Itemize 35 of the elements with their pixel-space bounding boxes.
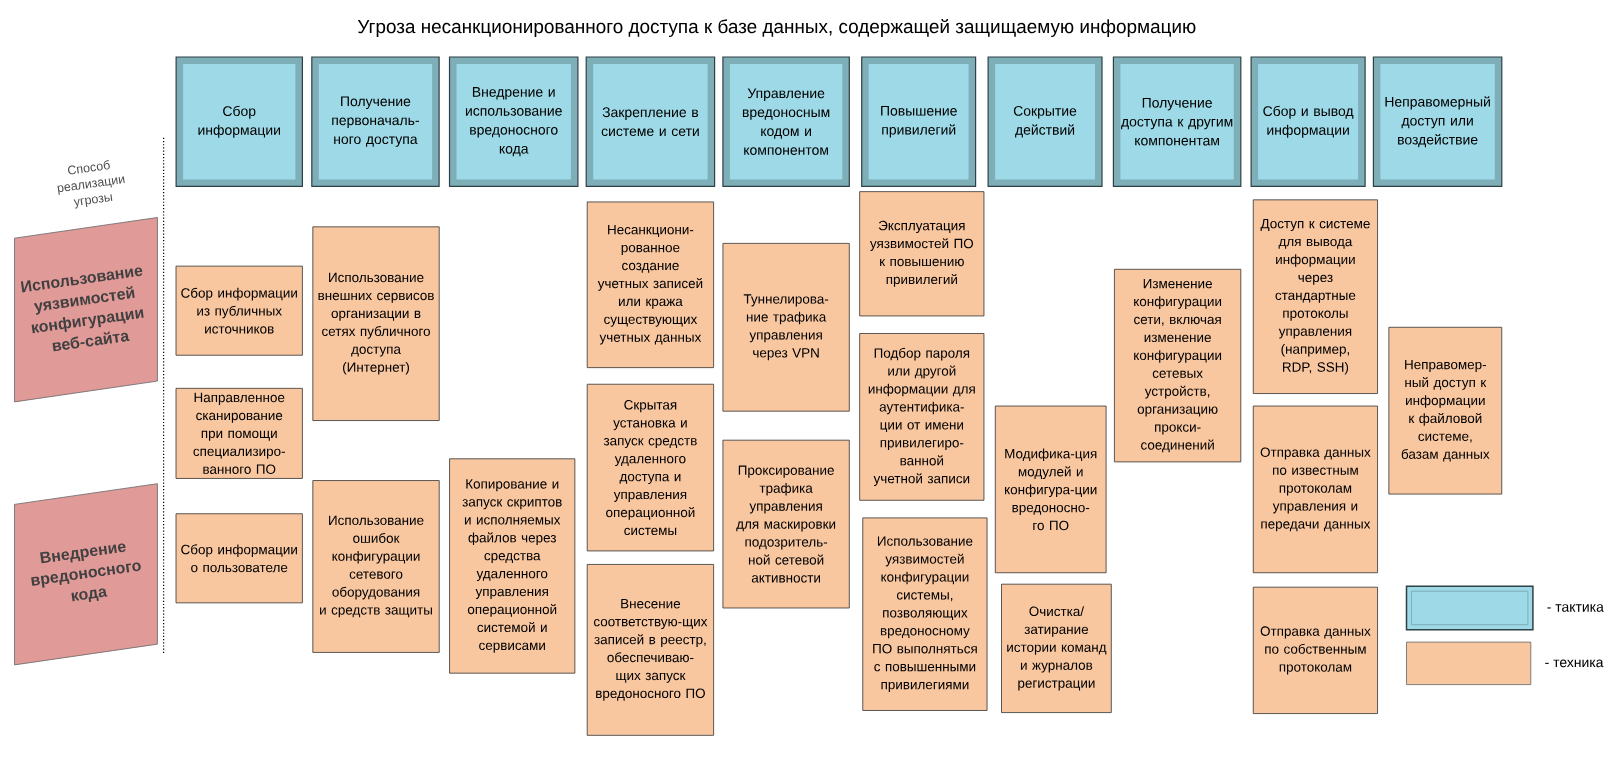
tactic-box: Управление вредоносным кодом и компонентом (722, 56, 850, 187)
tactic-box: Сокрытие действий (987, 56, 1103, 187)
technique-box: Скрытая установка и запуск средств удаленного доступа и управления операционной системы (586, 383, 714, 552)
technique-box: Использование ошибок конфигурации сетевого оборудования и средств защиты (312, 480, 440, 653)
technique-box: Доступ к системе для вывода информации через стандартные протоколы управления (например, RDP, SSH) (1252, 199, 1378, 394)
technique-box: Проксирование трафика управления для маскировки подозритель-ной сетевой активности (722, 439, 850, 609)
technique-box: Внесение соответствую-щих записей в реестр, обеспечиваю-щих запуск вредоносного ПО (586, 564, 714, 736)
title: Угроза несанкционированного доступа к базе данных, содержащей защищаемую информацию (357, 19, 1196, 37)
legend-label: - тактика (1547, 604, 1604, 612)
technique-box: Туннелирова-ние трафика управления через VPN (722, 243, 850, 412)
technique-box: Модифика-ция модулей и конфигура-ции вредоносно-го ПО (994, 405, 1107, 574)
technique-box: Сбор информации из публичных источников (175, 265, 303, 356)
technique-box: Подбор пароля или другой информации для аутентифика-ции от имени привилегиро-ванной учетной записи (859, 333, 985, 501)
technique-box: Эксплуатация уязвимостей ПО к повышению привилегий (859, 191, 985, 317)
technique-box: Направленное сканирование при помощи специализиро-ванного ПО (175, 387, 303, 479)
method-parallelogram: Внедрение вредоносного кода (14, 483, 158, 666)
technique-box: Отправка данных по собственным протоколам (1252, 586, 1378, 714)
technique-box: Использование внешних сервисов организации в сетях публичного доступа (Интернет) (312, 226, 440, 421)
technique-box: Несанкциони-рованное создание учетных записей или кража существующих учетных данных (586, 201, 714, 369)
technique-box: Отправка данных по известным протоколам управления и передачи данных (1252, 405, 1378, 574)
technique-box: Копирование и запуск скриптов и исполняемых файлов через средства удаленного управления операционной системой и сервисами (449, 458, 576, 674)
tactic-box: Получение доступа к другим компонентам (1112, 56, 1242, 187)
technique-box: Сбор информации о пользователе (175, 513, 303, 604)
tactic-box: Сбор информации (175, 56, 303, 187)
technique-box: Использование уязвимостей конфигурации системы, позволяющих вредоносному ПО выполняться с повышенными привилегиями (862, 517, 988, 711)
tactic-box: Сбор и вывод информации (1250, 56, 1366, 187)
technique-box: Изменение конфигурации сети, включая изменение конфигурации сетевых устройств, организацию прокси-соединений (1114, 268, 1242, 463)
legend-label: - техника (1545, 659, 1604, 668)
tactic-box: Неправомерный доступ или воздействие (1372, 56, 1503, 187)
technique-box: Очистка/ затирание истории команд и журналов регистрации (1001, 583, 1112, 713)
tactic-box: Внедрение и использование вредоносного кода (448, 56, 579, 187)
tactic-box: Закрепление в системе и сети (585, 56, 716, 187)
tactic-box: Получение первоначаль-ного доступа (311, 56, 440, 187)
technique-box: Неправомер-ный доступ к информации к файловой системе, базам данных (1388, 326, 1503, 495)
tactic-box: Повышение привилегий (861, 56, 977, 187)
